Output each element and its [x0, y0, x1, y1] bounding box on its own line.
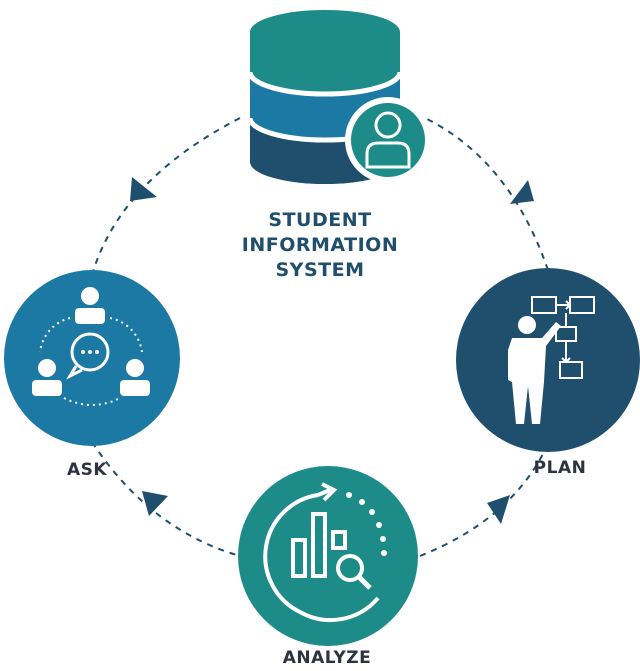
ask-node	[4, 270, 180, 446]
arrowhead-right-top	[510, 180, 534, 204]
student-information-system-label: STUDENT INFORMATION SYSTEM	[220, 208, 420, 283]
ask-label: ASK	[66, 460, 108, 480]
arrowhead-left-bottom	[142, 491, 168, 516]
sis-label-line-2: INFORMATION	[241, 234, 399, 256]
cycle-arrowheads	[130, 177, 534, 524]
sis-label-line-1: STUDENT	[268, 209, 372, 231]
analyze-node	[238, 466, 418, 646]
connector-ask-to-analyze	[91, 441, 241, 557]
arrowhead-left-top	[130, 177, 157, 201]
group-conversation-icon	[32, 287, 150, 406]
analyze-label: ANALYZE	[282, 648, 372, 668]
connector-sis-to-ask	[91, 117, 241, 276]
person-flowchart-icon	[508, 296, 595, 424]
sis-label-line-3: SYSTEM	[275, 259, 365, 281]
arrowhead-right-bottom	[487, 495, 510, 524]
plan-node	[456, 268, 640, 452]
plan-label: PLAN	[533, 458, 587, 478]
database-user-icon	[247, 10, 431, 184]
bar-chart-magnifier-icon	[263, 482, 387, 623]
connector-plan-to-sis	[424, 117, 549, 271]
